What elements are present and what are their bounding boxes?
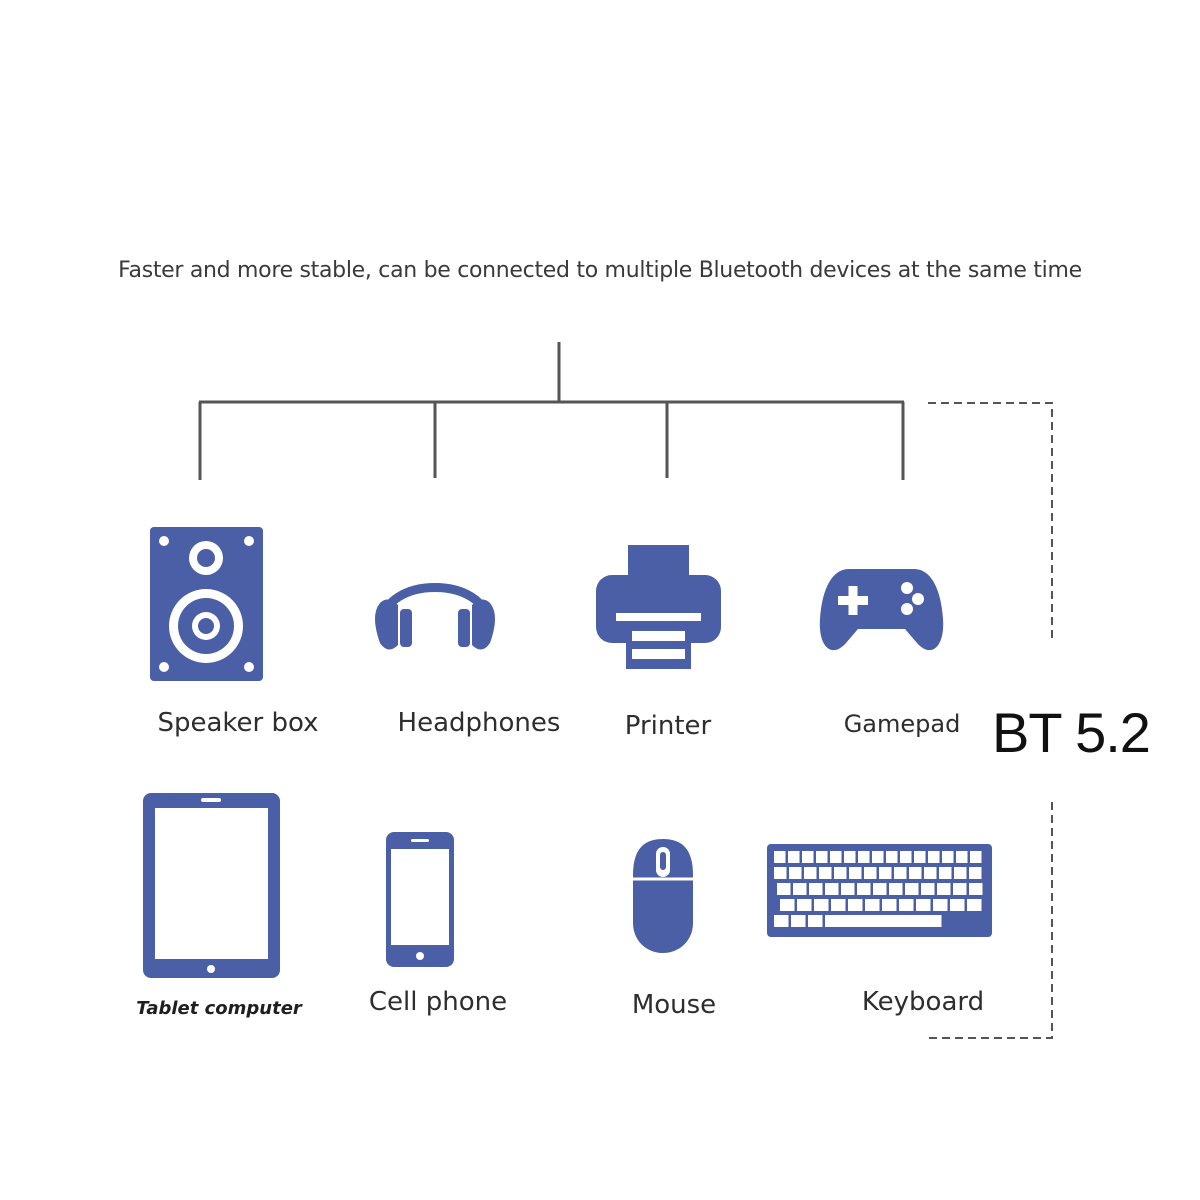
device-label-tablet: Tablet computer [136, 998, 302, 1019]
tablet-icon [143, 793, 280, 978]
headphones-icon [375, 583, 495, 650]
device-label-mouse: Mouse [631, 990, 717, 1020]
bt-version-label: BT 5.2 [992, 701, 1151, 764]
keyboard-icon [767, 844, 992, 937]
gamepad-icon [819, 569, 944, 651]
bracket-dashed [928, 402, 1053, 1039]
headline: Faster and more stable, can be connected… [118, 258, 1082, 283]
speaker-icon [150, 527, 263, 681]
device-label-printer: Printer [624, 711, 712, 741]
device-label-keyboard: Keyboard [861, 987, 985, 1017]
device-label-gamepad: Gamepad [843, 710, 961, 738]
printer-icon [596, 545, 721, 669]
device-label-phone: Cell phone [368, 987, 508, 1017]
mouse-icon [633, 839, 693, 953]
device-label-speaker: Speaker box [157, 708, 319, 738]
device-label-headphones: Headphones [397, 708, 561, 738]
phone-icon [386, 832, 454, 967]
